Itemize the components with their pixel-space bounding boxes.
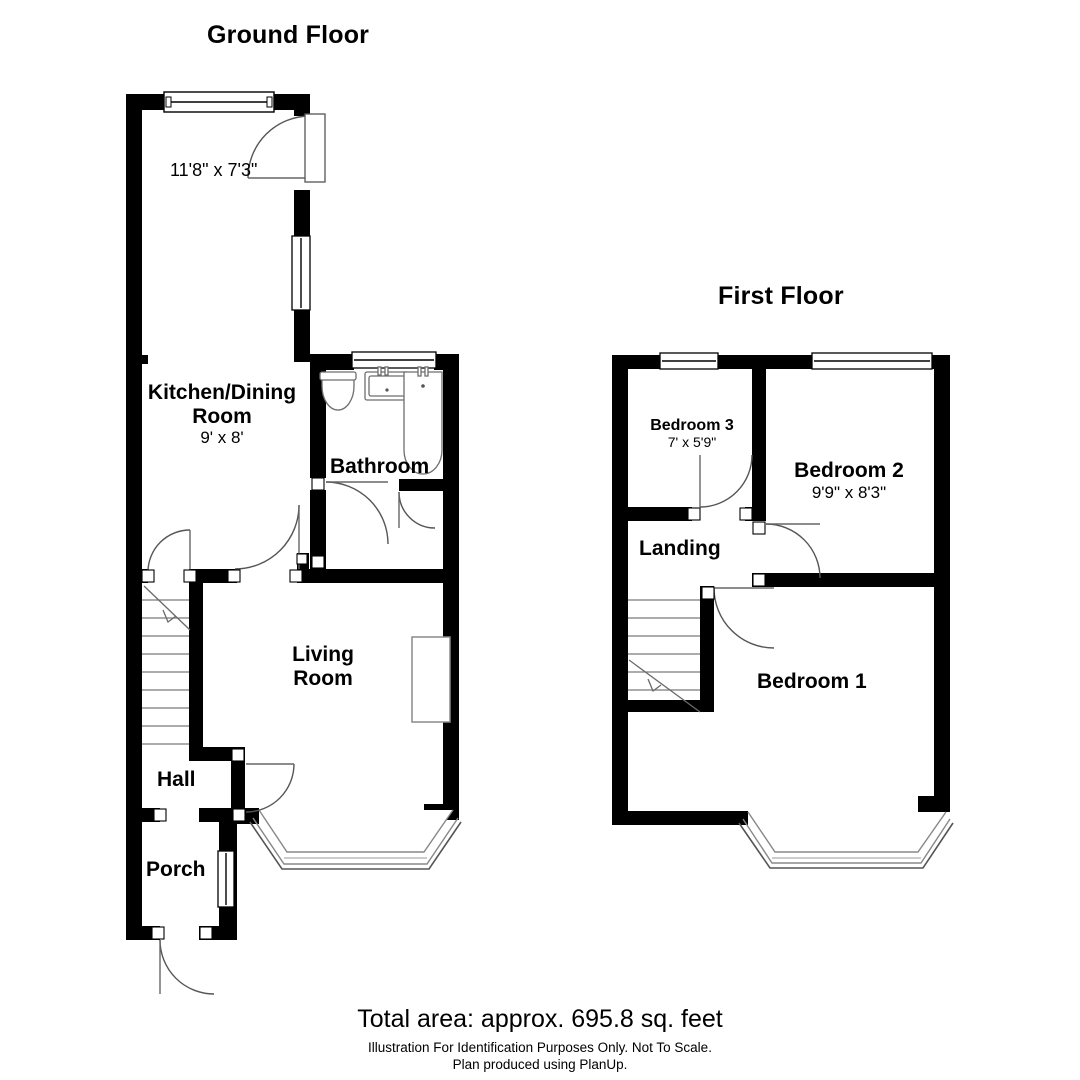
room-label-living-room: Living Room: [268, 643, 378, 690]
ground-floor-title: Ground Floor: [207, 21, 370, 49]
bathroom-fixtures: [319, 366, 443, 475]
first-floor-title: First Floor: [718, 282, 844, 310]
room-label-porch: Porch: [146, 858, 206, 882]
living-room-name-line2: Room: [293, 666, 353, 690]
bedroom-2-name: Bedroom 2: [794, 459, 904, 482]
first-floor-bay-window: [738, 811, 954, 869]
kitchen-dining-name-line1: Kitchen/Dining: [147, 381, 297, 404]
room-label-hall: Hall: [157, 768, 196, 792]
living-room-name-line1: Living: [292, 643, 354, 666]
kitchen-dining-dimensions: 9' x 8': [200, 428, 244, 448]
ground-floor-doors: [147, 113, 436, 995]
first-floor-doors: [699, 454, 821, 649]
rear-extension-dimensions: 11'8" x 7'3": [170, 160, 258, 180]
bedroom-2-dimensions: 9'9" x 8'3": [811, 482, 887, 502]
disclaimer-line-2: Plan produced using PlanUp.: [452, 1057, 628, 1072]
bathroom-name: Bathroom: [330, 455, 430, 478]
room-label-bedroom-1: Bedroom 1: [757, 670, 867, 694]
living-room-fireplace: [411, 636, 451, 723]
landing-name: Landing: [639, 537, 721, 560]
room-label-bathroom: Bathroom: [330, 455, 429, 479]
bedroom-3-name: Bedroom 3: [650, 417, 734, 434]
room-label-kitchen-dining: Kitchen/Dining Room 9' x 8': [141, 381, 303, 447]
bedroom-1-name: Bedroom 1: [757, 670, 867, 693]
ground-floor-door-jambs: [141, 477, 325, 940]
first-floor-walls: [612, 355, 950, 825]
kitchen-dining-name-line2: Room: [192, 404, 252, 428]
first-floor-drawing: [612, 352, 954, 869]
porch-name: Porch: [146, 858, 206, 881]
first-floor-windows: [659, 352, 933, 370]
disclaimer-line-1: Illustration For Identification Purposes…: [368, 1040, 712, 1055]
ground-floor-bay-window: [249, 809, 462, 870]
room-label-rear-extension: 11'8" x 7'3": [170, 160, 257, 180]
ground-floor-staircase: [142, 585, 191, 745]
ground-floor-drawing: [126, 91, 462, 995]
room-label-bedroom-3: Bedroom 3 7' x 5'9": [636, 417, 748, 451]
first-floor-door-jambs: [687, 507, 766, 600]
room-label-bedroom-2: Bedroom 2 9'9" x 8'3": [785, 459, 913, 502]
room-label-landing: Landing: [639, 537, 721, 561]
bedroom-3-dimensions: 7' x 5'9": [667, 433, 717, 450]
hall-name: Hall: [157, 768, 196, 791]
first-floor-staircase: [628, 599, 701, 713]
ground-floor-windows: [163, 91, 437, 908]
total-area-text: Total area: approx. 695.8 sq. feet: [357, 1005, 723, 1033]
